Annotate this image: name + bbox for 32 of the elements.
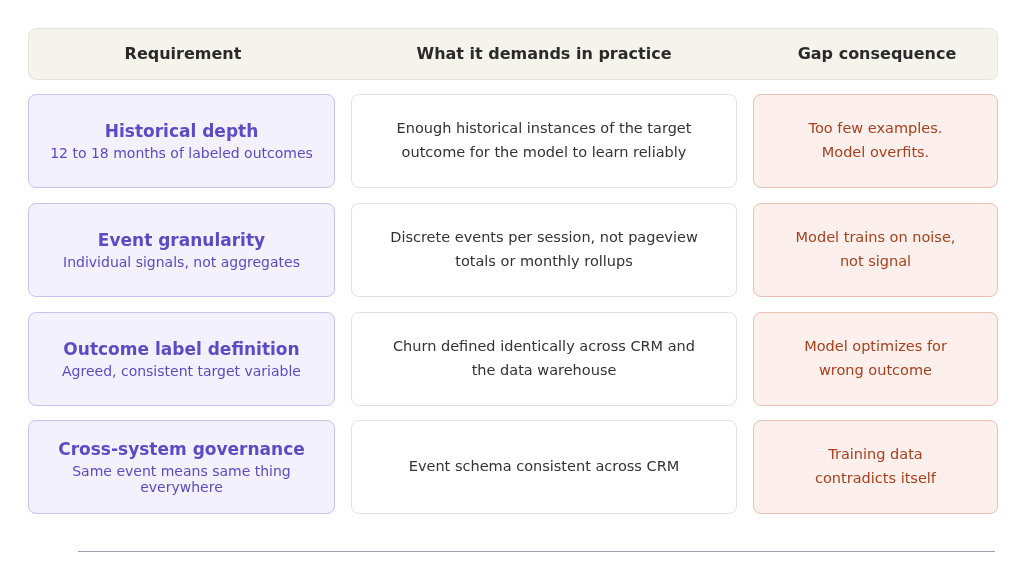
requirement-title: Cross-system governance <box>58 439 305 459</box>
demand-card <box>351 203 737 297</box>
demand-text: Discrete events per session, not pageview totals or monthly rollups <box>389 228 699 271</box>
requirement-subtitle: Same event means same thing everywhere <box>71 463 292 495</box>
requirement-subtitle: 12 to 18 months of labeled outcomes <box>49 145 314 161</box>
consequence-text: Model optimizes for wrong outcome <box>803 337 948 380</box>
requirement-title: Historical depth <box>104 121 259 141</box>
demand-card <box>351 94 737 188</box>
requirement-card <box>28 312 335 406</box>
demand-text: Churn defined identically across CRM and the data warehouse <box>391 337 696 380</box>
requirement-title: Outcome label definition <box>63 339 300 359</box>
consequence-card <box>753 420 998 514</box>
requirement-card <box>28 420 335 514</box>
requirement-title: Event granularity <box>97 230 266 250</box>
demand-text: Event schema consistent across CRM <box>407 457 681 477</box>
column-header: Requirement <box>124 44 242 63</box>
column-header: Gap consequence <box>797 44 957 63</box>
consequence-card <box>753 203 998 297</box>
demand-card <box>351 312 737 406</box>
consequence-text: Training data contradicts itself <box>814 445 937 488</box>
column-header: What it demands in practice <box>416 44 672 63</box>
requirement-subtitle: Individual signals, not aggregates <box>62 254 301 270</box>
header-bar <box>28 28 998 80</box>
consequence-text: Too few examples. Model overfits. <box>807 119 944 162</box>
consequence-card <box>753 312 998 406</box>
requirement-card <box>28 203 335 297</box>
requirement-subtitle: Agreed, consistent target variable <box>61 363 302 379</box>
demand-text: Enough historical instances of the target outcome for the model to learn reliably <box>395 119 693 162</box>
demand-card <box>351 420 737 514</box>
consequence-card <box>753 94 998 188</box>
requirement-card <box>28 94 335 188</box>
consequence-text: Model trains on noise, not signal <box>794 228 957 271</box>
